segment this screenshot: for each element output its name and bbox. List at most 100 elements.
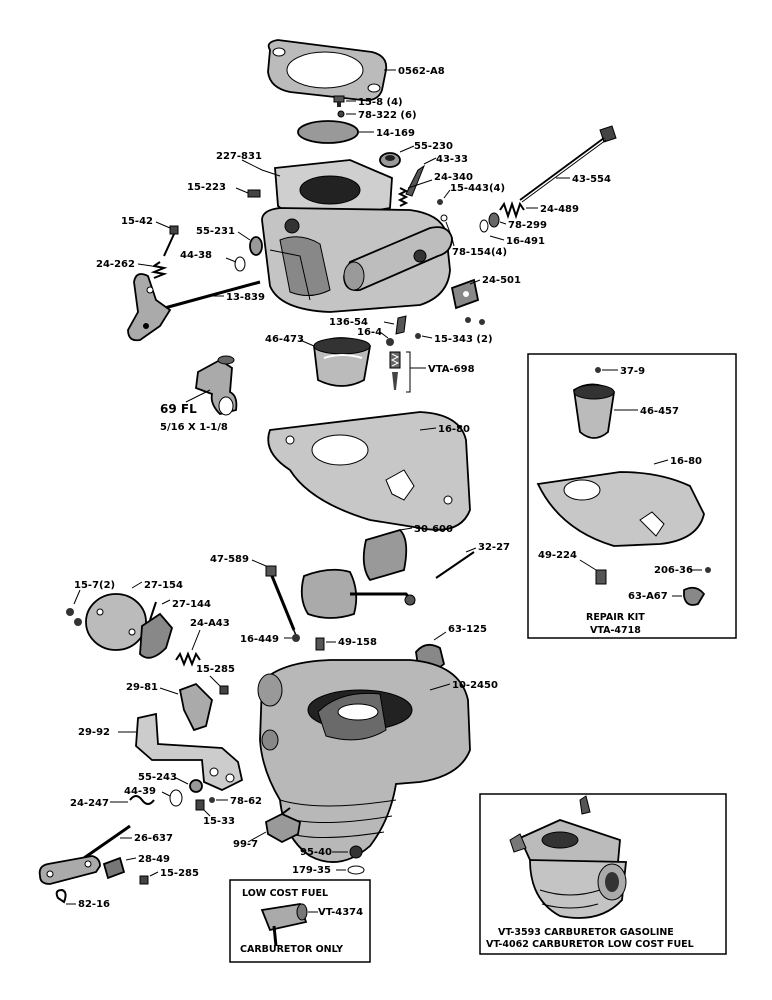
plug-55-243	[189, 779, 203, 793]
label-24-340: 24-340	[434, 172, 473, 183]
label-15-285-upper: 15-285	[196, 664, 235, 675]
label-14-169: 14-169	[376, 128, 415, 139]
label-30-600: 30-600	[414, 524, 453, 535]
spring-24-489	[499, 200, 525, 220]
label-16-80-main: 16-80	[438, 424, 470, 435]
washer-44-39	[169, 789, 183, 807]
jet-49-158	[315, 637, 325, 651]
label-24-489: 24-489	[540, 204, 579, 215]
plug-55-231	[249, 236, 263, 256]
bracket-29-92	[135, 712, 244, 791]
fitting-69fl	[195, 355, 238, 416]
label-55-230: 55-230	[414, 141, 453, 152]
label-95-40: 95-40	[300, 847, 332, 858]
assembly-line2: VT-4062 CARBURETOR LOW COST FUEL	[486, 939, 694, 950]
label-29-92: 29-92	[78, 727, 110, 738]
label-32-27: 32-27	[478, 542, 510, 553]
needle-43-554	[519, 125, 617, 203]
clip-82-16	[55, 888, 67, 904]
label-vt-4374: VT-4374	[318, 907, 363, 918]
screw-15-223	[247, 189, 261, 198]
diaphragm-27-144	[139, 601, 174, 659]
label-0562-a8: 0562-A8	[398, 66, 445, 77]
repair-kit-box: 37-9 46-457 16-80 49-224 206-36 63-A67 R…	[527, 353, 737, 639]
complete-assembly-box: VT-3593 CARBURETOR GASOLINE VT-4062 CARB…	[479, 793, 727, 955]
screw-15-285-upper	[219, 685, 229, 695]
shaft-26-637	[38, 824, 131, 885]
label-15-33: 15-33	[203, 816, 235, 827]
label-24-262: 24-262	[96, 259, 135, 270]
label-49-224: 49-224	[538, 550, 577, 561]
screw-15-42	[163, 225, 179, 257]
label-16-80-kit: 16-80	[670, 456, 702, 467]
spring-24-340	[397, 187, 409, 207]
spring-24-a43	[175, 651, 201, 667]
needle-seat-vta-698	[389, 351, 411, 393]
label-63-a67: 63-A67	[628, 591, 668, 602]
repair-kit-title: REPAIR KIT	[586, 612, 645, 623]
bowl-gasket-16-80	[267, 411, 471, 531]
valve-vt-4374	[260, 902, 308, 947]
label-43-33: 43-33	[436, 154, 468, 165]
spring-24-247	[129, 795, 155, 805]
screw-43-33	[405, 164, 426, 197]
label-49-158: 49-158	[338, 637, 377, 648]
label-63-125: 63-125	[448, 624, 487, 635]
label-78-299: 78-299	[508, 220, 547, 231]
label-47-589: 47-589	[210, 554, 249, 565]
swivel-28-49	[102, 856, 126, 880]
label-15-443: 15-443(4)	[450, 183, 505, 194]
ball-37-9	[595, 367, 601, 373]
low-cost-footer: CARBURETOR ONLY	[240, 944, 343, 955]
label-78-322: 78-322 (6)	[358, 110, 417, 121]
disc-14-169	[297, 120, 359, 144]
label-227-831: 227-831	[216, 151, 262, 162]
spring-24-262	[150, 261, 168, 279]
washer-78-62	[209, 797, 215, 803]
screw-15-33	[195, 799, 205, 811]
label-44-39: 44-39	[124, 786, 156, 797]
flange-gasket	[267, 39, 388, 102]
label-26-637: 26-637	[134, 833, 173, 844]
carburetor-assembly-image	[509, 795, 627, 919]
label-15-285-lower: 15-285	[160, 868, 199, 879]
label-24-a43: 24-A43	[190, 618, 230, 629]
low-cost-fuel-box: LOW COST FUEL VT-4374 CARBURETOR ONLY	[229, 879, 371, 963]
screw-206-36	[705, 567, 711, 573]
low-cost-title: LOW COST FUEL	[242, 888, 328, 899]
screw-15-343	[415, 333, 421, 339]
label-179-35: 179-35	[292, 865, 331, 876]
float-46-473	[313, 337, 371, 387]
label-78-154: 78-154(4)	[452, 247, 507, 258]
screw-15-285-lower	[139, 875, 149, 885]
screw-15-7-a	[66, 608, 74, 616]
label-46-457: 46-457	[640, 406, 679, 417]
screw-15-7-b	[74, 618, 82, 626]
label-27-144: 27-144	[172, 599, 211, 610]
label-78-62: 78-62	[230, 796, 262, 807]
float-46-457	[573, 383, 615, 439]
label-28-49: 28-49	[138, 854, 170, 865]
throttle-shaft-13-839	[127, 273, 261, 342]
jet-136-54	[395, 315, 407, 335]
lever-29-81	[178, 682, 213, 732]
label-27-154: 27-154	[144, 580, 183, 591]
label-24-501: 24-501	[482, 275, 521, 286]
label-69fl: 69 FL	[160, 402, 197, 416]
plug-55-230	[379, 152, 401, 168]
washer-78-299	[488, 212, 500, 228]
label-99-7: 99-7	[233, 839, 258, 850]
label-24-247: 24-247	[70, 798, 109, 809]
label-55-231: 55-231	[196, 226, 235, 237]
float-30-600	[300, 528, 416, 619]
screw-15-8	[333, 95, 345, 107]
plug-63-a67	[683, 586, 706, 606]
gasket-16-4	[386, 338, 394, 346]
washer-16-449	[292, 634, 300, 642]
label-44-38: 44-38	[180, 250, 212, 261]
pin-32-27	[435, 551, 475, 579]
label-69fl-size: 5/16 X 1-1/8	[160, 422, 228, 433]
needle-47-589	[265, 565, 299, 641]
label-16-491: 16-491	[506, 236, 545, 247]
